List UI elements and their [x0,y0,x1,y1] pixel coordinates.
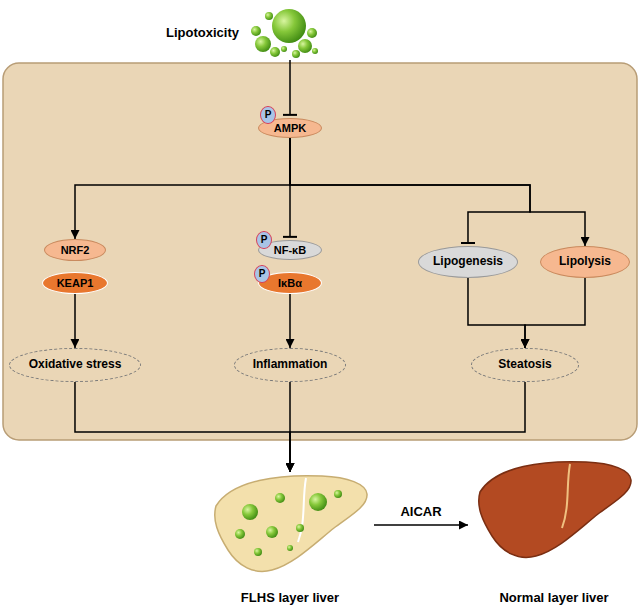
lipid-droplet [272,9,306,43]
lipid-droplet [309,493,327,511]
outcome-ellipse: Steatosis [471,348,579,382]
liver-illustration [210,472,370,576]
activation-arrow [75,382,290,472]
outcome-ellipse: Inflammation [234,348,346,382]
process-ellipse: Lipogenesis [418,246,519,278]
activation-arrow [289,294,291,348]
normal-liver: Normal layer liver [472,458,636,608]
activation-arrow [468,278,525,348]
lipid-droplet [307,28,317,38]
activation-arrow [290,138,585,246]
liver-outline [479,462,631,558]
lipid-droplet [270,47,280,57]
node-label: AMPK [274,122,306,135]
lipid-droplet [275,493,285,503]
node-label: Lipotoxicity [166,26,239,41]
lipid-droplet [296,524,304,532]
lipid-droplet [266,526,278,538]
protein-ellipse: NRF2 [44,239,106,261]
lipid-droplet [292,50,300,58]
node-label: Normal layer liver [499,591,608,606]
lipid-droplet [312,48,318,54]
node-label: Oxidative stress [29,358,122,372]
phospho-circle: P [254,265,270,283]
cell-background [3,63,637,440]
activation-arrow [75,138,290,239]
inhibition-connector [289,60,291,115]
lipotoxicity-source: Lipotoxicity [166,6,321,60]
node-label: NRF2 [61,244,90,257]
activation-arrow [525,278,585,348]
lipid-droplet [298,39,312,53]
phospho-label: P [265,109,272,121]
process-ellipse: Lipolysis [540,246,630,278]
edge-label: AICAR [398,504,443,519]
node-label: FLHS layer liver [241,591,339,606]
outcome-ellipse: Oxidative stress [9,348,140,382]
activation-arrow [290,382,525,472]
node-label: NF-κB [274,244,306,257]
lipid-droplet [334,490,342,498]
lipid-droplet [254,548,262,556]
activation-arrow [374,524,468,526]
lipid-droplet [251,26,261,36]
phospho-label: P [261,234,268,246]
liver-lobe-line [298,478,306,542]
node-label: IκBα [278,277,302,290]
phospho-label: P [259,268,266,280]
protein-ellipse: KEAP1 [42,272,108,294]
node-label: KEAP1 [57,277,94,290]
phospho-circle: P [260,106,276,124]
node-label: Inflammation [253,358,328,372]
lipid-droplets [245,6,321,60]
inhibition-connector [290,138,530,243]
lipid-droplet [281,46,287,52]
node-label: Steatosis [498,358,551,372]
activation-arrow [74,294,76,348]
liver-outline [215,476,367,572]
fatty-liver: FLHS layer liver [210,472,370,608]
lipid-droplet [287,545,293,551]
node-label: Lipolysis [559,255,611,269]
lipid-droplet [242,504,258,520]
lipid-droplet [265,12,273,20]
node-label: Lipogenesis [433,255,503,269]
lipid-droplet [235,529,245,539]
phospho-circle: P [256,231,272,249]
liver-illustration [474,458,634,562]
lipid-droplet [255,36,271,52]
liver-lobe-line [562,464,570,528]
